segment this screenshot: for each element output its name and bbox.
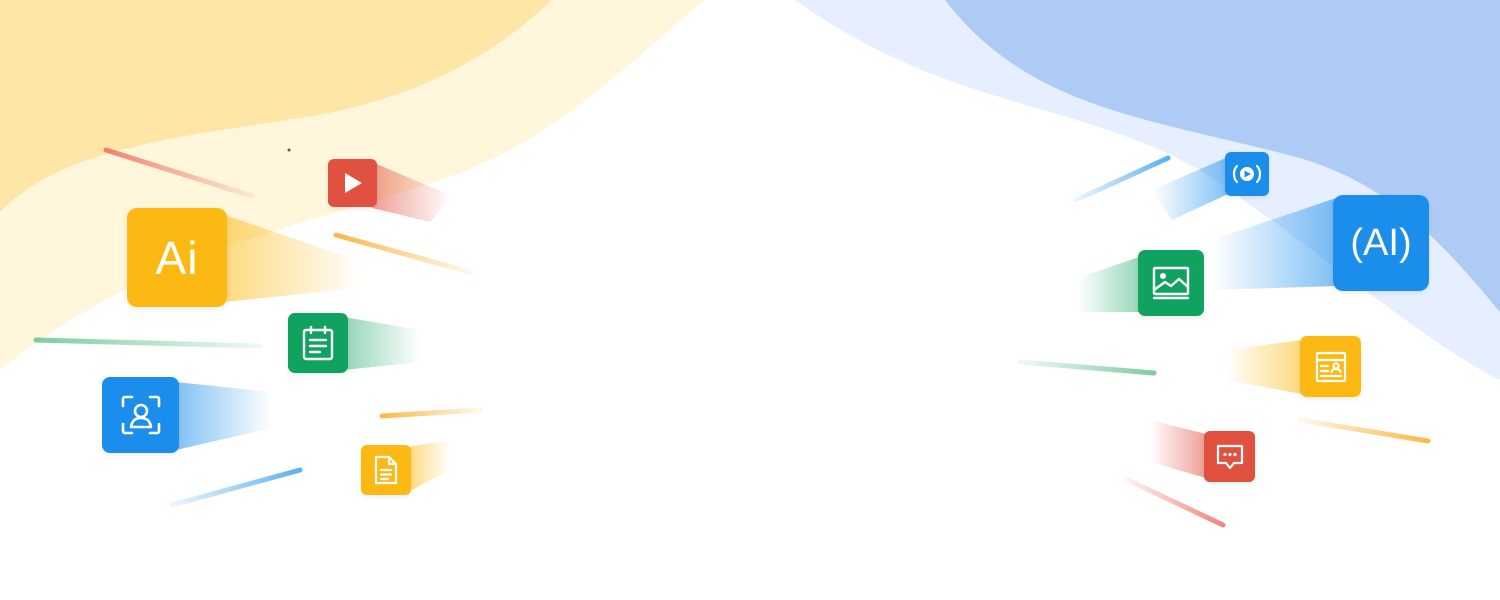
right-dark-blob <box>945 0 1500 312</box>
streak <box>1297 417 1431 444</box>
trail-ai-badge <box>1212 198 1336 290</box>
face-scan-tile <box>102 377 179 453</box>
streak <box>1073 155 1171 203</box>
ai-badge-icon: (AI) <box>1350 222 1412 264</box>
dot <box>287 148 291 152</box>
profile-card-tile <box>1300 336 1361 397</box>
trail-video <box>372 162 452 222</box>
streak <box>379 407 483 419</box>
trail-profile-card <box>1226 340 1302 394</box>
notepad-icon <box>301 325 335 361</box>
trail-chat <box>1150 420 1206 478</box>
ai-writing-tile: Ai <box>127 208 227 307</box>
left-dark-blob <box>0 0 552 212</box>
image-tile <box>1138 250 1204 316</box>
streak <box>1017 359 1157 376</box>
streak <box>1125 477 1226 528</box>
audio-tile <box>1225 152 1269 196</box>
notepad-tile <box>288 313 348 373</box>
streak <box>169 467 303 508</box>
audio-play-icon <box>1231 163 1263 185</box>
image-icon <box>1151 265 1191 301</box>
streak <box>333 232 473 275</box>
streak <box>33 337 263 349</box>
profile-card-icon <box>1314 350 1348 384</box>
ai-text-icon: Ai <box>155 231 199 284</box>
trail-face-scan <box>176 382 272 450</box>
chat-bubble-icon <box>1215 443 1245 471</box>
document-tile <box>361 445 411 495</box>
document-icon <box>373 455 399 485</box>
face-scan-icon <box>120 394 162 436</box>
streak <box>103 147 255 199</box>
video-tile <box>328 159 377 207</box>
trail-ai-writing <box>222 214 362 302</box>
trail-notepad <box>344 317 420 370</box>
trail-image <box>1078 256 1142 312</box>
trail-document <box>408 440 450 492</box>
ai-badge-tile: (AI) <box>1333 195 1429 291</box>
play-icon <box>343 172 363 194</box>
trail-audio <box>1152 157 1228 220</box>
chat-tile <box>1204 431 1255 482</box>
